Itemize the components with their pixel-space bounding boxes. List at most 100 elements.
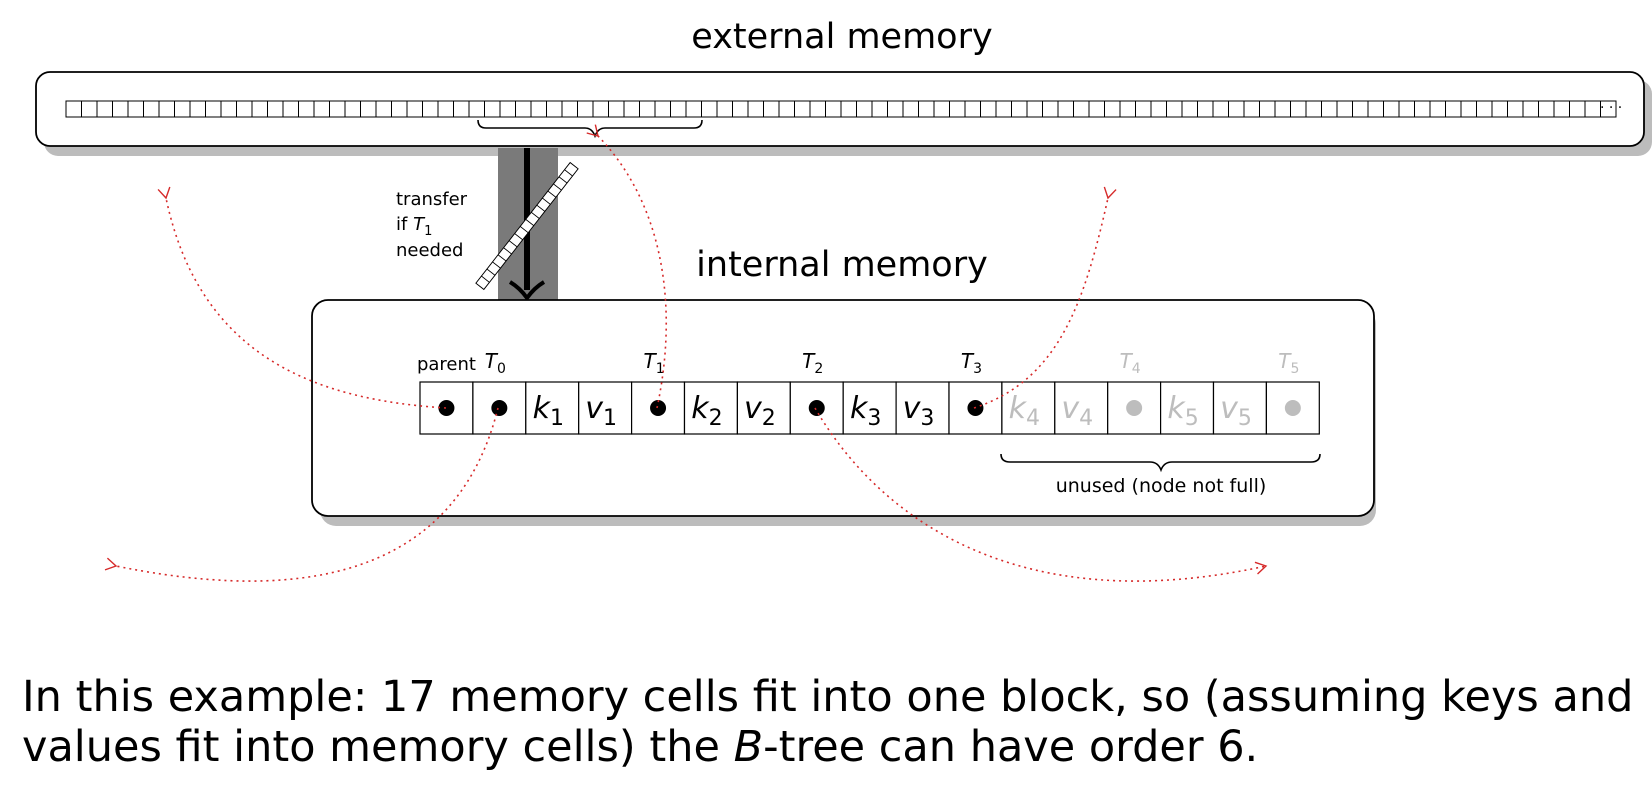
node-cell-value — [736, 381, 791, 435]
memory-cell — [1290, 100, 1307, 118]
node-cell-key — [1159, 381, 1215, 435]
node-value-text: v3 — [903, 391, 935, 431]
memory-cell — [1150, 100, 1167, 118]
node-child-label: T3 — [961, 349, 982, 377]
memory-cell — [1135, 100, 1152, 118]
memory-cell — [1584, 100, 1601, 118]
external-memory-ellipsis: · · · — [1600, 100, 1622, 116]
memory-cell — [732, 100, 749, 118]
memory-cell — [1119, 100, 1136, 118]
memory-cell — [1026, 100, 1043, 118]
memory-cell — [499, 100, 516, 118]
node-key-text: k2 — [691, 391, 722, 431]
memory-cell — [701, 100, 718, 118]
memory-cell — [484, 100, 501, 118]
node-value-text: v2 — [744, 391, 776, 431]
memory-cell — [1553, 100, 1570, 118]
node-child-label: T0 — [485, 349, 506, 377]
memory-cell — [1336, 100, 1353, 118]
memory-cell — [995, 100, 1012, 118]
memory-cell — [1197, 100, 1214, 118]
memory-cell — [1243, 100, 1260, 118]
memory-cell — [1367, 100, 1384, 118]
memory-cell — [1445, 100, 1462, 118]
memory-cell — [1507, 100, 1524, 118]
node-child-label: T4 — [1120, 349, 1141, 377]
node-key-text: k4 — [1009, 391, 1040, 431]
node-child-label: T5 — [1278, 349, 1299, 377]
transfer-arrow-head — [508, 280, 546, 302]
memory-cell — [763, 100, 780, 118]
memory-cell — [1522, 100, 1539, 118]
memory-cell — [933, 100, 950, 118]
memory-cell — [825, 100, 842, 118]
memory-cell — [391, 100, 408, 118]
memory-cell — [1569, 100, 1586, 118]
node-value-text: v4 — [1061, 391, 1093, 431]
memory-cell — [856, 100, 873, 118]
internal-memory-title: internal memory — [696, 245, 988, 285]
pointer-dot — [1126, 400, 1143, 416]
memory-cell — [608, 100, 625, 118]
memory-cell — [794, 100, 811, 118]
transfer-label-line3: needed — [396, 240, 463, 261]
memory-cell — [949, 100, 966, 118]
t2-pointer-arrow — [814, 407, 1268, 582]
memory-cell — [685, 100, 702, 118]
pointer-dot — [491, 400, 508, 416]
memory-cell — [468, 100, 485, 118]
memory-cell — [1321, 100, 1338, 118]
memory-cell — [747, 100, 764, 118]
node-cell-value — [1212, 381, 1268, 435]
node-key-text: k3 — [850, 391, 881, 431]
memory-cell — [530, 100, 547, 118]
memory-cell — [1181, 100, 1198, 118]
memory-cell — [220, 100, 237, 118]
unused-label: unused (node not full) — [1056, 475, 1267, 497]
memory-cell — [1352, 100, 1369, 118]
memory-cell — [546, 100, 563, 118]
memory-cell — [329, 100, 346, 118]
memory-cell — [515, 100, 532, 118]
memory-cell — [809, 100, 826, 118]
memory-cell — [1460, 100, 1477, 118]
memory-cell — [623, 100, 640, 118]
node-cell-key — [842, 381, 897, 435]
memory-cell — [298, 100, 315, 118]
memory-cell — [1212, 100, 1229, 118]
memory-cell — [422, 100, 439, 118]
memory-cell — [205, 100, 222, 118]
memory-cell — [375, 100, 392, 118]
caption: In this example: 17 memory cells fit int… — [22, 672, 1634, 772]
memory-cell — [840, 100, 857, 118]
node-value-text: v1 — [585, 391, 617, 431]
memory-cell — [1011, 100, 1028, 118]
pointer-dot — [438, 400, 455, 416]
t1-pointer-arrow — [586, 124, 668, 409]
node-cell-key — [683, 381, 739, 435]
memory-cell — [251, 100, 268, 118]
memory-cell — [1538, 100, 1555, 118]
external-memory-title: external memory — [691, 17, 992, 57]
memory-cell — [1274, 100, 1291, 118]
pointer-dot — [650, 400, 667, 416]
node-parent-label: parent — [417, 354, 476, 375]
memory-cell — [1414, 100, 1431, 118]
pointer-dot — [1284, 400, 1301, 416]
memory-cell — [1104, 100, 1121, 118]
moving-block — [475, 161, 579, 291]
memory-cell — [670, 100, 687, 118]
pointer-arrows — [104, 124, 1268, 582]
memory-cell — [143, 100, 160, 118]
memory-cell — [65, 100, 82, 118]
memory-cell — [1259, 100, 1276, 118]
memory-cell — [778, 100, 795, 118]
memory-cell — [716, 100, 733, 118]
memory-cell — [1057, 100, 1074, 118]
memory-cell — [1305, 100, 1322, 118]
memory-cell — [81, 100, 98, 118]
memory-cell — [639, 100, 656, 118]
transfer-label-line1: transfer — [396, 189, 468, 210]
node-cell-key — [525, 381, 580, 435]
